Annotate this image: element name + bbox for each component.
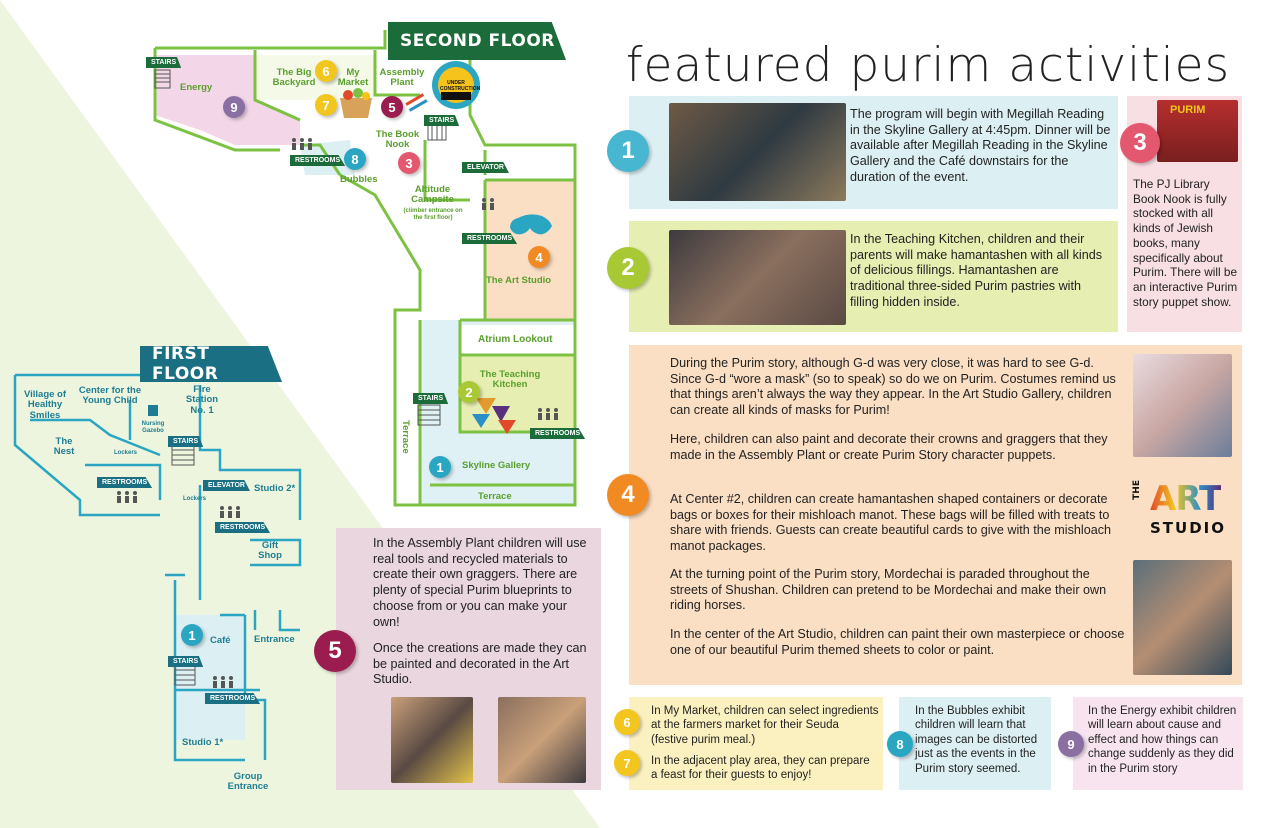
label-terrace-vertical: Terrace xyxy=(400,420,411,454)
map-pin-6: 6 xyxy=(315,60,337,82)
label-assembly-plant: Assembly Plant xyxy=(379,67,425,89)
activity-7-text: In the adjacent play area, they can prep… xyxy=(651,755,870,782)
page-title: featured purim activities xyxy=(626,38,1231,93)
tag-restrooms: RESTROOMS xyxy=(97,477,153,488)
activity-pin-5: 5 xyxy=(314,630,356,672)
label-energy: Energy xyxy=(180,82,213,93)
activity-pin-7: 7 xyxy=(614,750,640,776)
activity-9-text: In the Energy exhibit children will lear… xyxy=(1088,705,1237,775)
map-pin-1: 1 xyxy=(429,456,451,478)
activity-panel-8 xyxy=(899,697,1051,790)
label-my-market: My Market xyxy=(337,67,369,89)
under-construction-icon: UNDER CONSTRUCTION xyxy=(440,80,481,92)
activity-pin-9: 9 xyxy=(1058,731,1084,757)
activity-2-text: In the Teaching Kitchen, children and th… xyxy=(850,232,1102,309)
map-pin-5: 5 xyxy=(381,96,403,118)
activity-4-paragraph-4: At the turning point of the Purim story,… xyxy=(670,567,1107,613)
label-terrace-horizontal: Terrace xyxy=(478,491,512,502)
label-lockers: Lockers xyxy=(183,496,207,502)
activity-panel-9 xyxy=(1073,697,1243,790)
activity-pin-8: 8 xyxy=(887,731,913,757)
label-gift-shop: Gift Shop xyxy=(258,540,282,562)
label-bubbles: Bubbles xyxy=(340,174,378,185)
label-entrance: Entrance xyxy=(254,634,295,645)
label-altitude-note: (climber entrance on the first floor) xyxy=(403,208,463,221)
tag-restrooms: RESTROOMS xyxy=(530,428,586,439)
label-skyline-gallery: Skyline Gallery xyxy=(462,460,531,471)
activity-pin-6: 6 xyxy=(614,709,640,735)
activity-1-text: The program will begin with Megillah Rea… xyxy=(850,107,1111,184)
label-book-nook: The Book Nook xyxy=(375,129,420,151)
map-pin-2: 2 xyxy=(458,381,480,403)
tag-restrooms: RESTROOMS xyxy=(205,693,261,704)
gragger-craft-photo xyxy=(498,697,586,783)
map-pin-7: 7 xyxy=(315,94,337,116)
map-pin-8: 8 xyxy=(344,148,366,170)
puppet-show-photo xyxy=(1157,100,1238,162)
tag-stairs: STAIRS xyxy=(413,393,449,404)
activity-4-paragraph-5: In the center of the Art Studio, childre… xyxy=(670,627,1125,657)
label-cafe: Café xyxy=(210,635,231,646)
label-teaching-kitchen: The Teaching Kitchen xyxy=(479,369,541,391)
second-floor-banner: SECOND FLOOR xyxy=(388,22,566,60)
map-outlines xyxy=(13,30,577,762)
label-lockers: Lockers xyxy=(114,450,138,456)
activity-pin-2: 2 xyxy=(607,247,649,289)
label-atrium-lookout: Atrium Lookout xyxy=(478,334,553,345)
floor-map: SECOND FLOOR FIRST FLOOR Energy The Big … xyxy=(0,0,600,828)
label-studio-1: Studio 1* xyxy=(182,737,224,748)
map-pin-3: 3 xyxy=(398,152,420,174)
label-fire-station: Fire Station No. 1 xyxy=(185,384,219,416)
tag-elevator: ELEVATOR xyxy=(462,162,509,173)
activity-4-paragraph-1: During the Purim story, although G-d was… xyxy=(670,356,1116,418)
tag-restrooms: RESTROOMS xyxy=(290,155,346,166)
purim-sign: PURIM xyxy=(1170,104,1206,116)
label-big-backyard: The Big Backyard xyxy=(272,67,316,89)
map-pin-1: 1 xyxy=(181,624,203,646)
map-pin-9: 9 xyxy=(223,96,245,118)
art-studio-logo-studio: STUDIO xyxy=(1150,519,1226,537)
activity-pin-3: 3 xyxy=(1120,123,1160,163)
label-art-studio: The Art Studio xyxy=(486,275,552,286)
first-floor-banner: FIRST FLOOR xyxy=(140,346,282,382)
activity-pin-4: 4 xyxy=(607,474,649,516)
tag-restrooms: RESTROOMS xyxy=(462,233,518,244)
art-studio-photo xyxy=(1133,560,1232,675)
art-studio-logo-art: ART xyxy=(1150,479,1222,519)
masks-photo xyxy=(1133,354,1232,457)
activity-5-paragraph-2: Once the creations are made they can be … xyxy=(373,641,587,687)
activity-5-paragraph-1: In the Assembly Plant children will use … xyxy=(373,536,587,629)
map-pin-4: 4 xyxy=(528,246,550,268)
gragger-child-photo xyxy=(391,697,473,783)
activity-panel-6-7 xyxy=(629,697,883,790)
label-altitude-campsite: Altitude Campsite xyxy=(411,184,454,206)
art-studio-logo-the: THE xyxy=(1132,480,1142,500)
activity-6-text: In My Market, children can select ingred… xyxy=(651,705,879,746)
activity-pin-1: 1 xyxy=(607,130,649,172)
activity-4-paragraph-2: Here, children can also paint and decora… xyxy=(670,432,1108,462)
tag-stairs: STAIRS xyxy=(146,57,182,68)
activity-8-text: In the Bubbles exhibit children will lea… xyxy=(915,705,1038,775)
megillah-photo xyxy=(669,103,846,201)
tag-elevator: ELEVATOR xyxy=(203,480,250,491)
tag-restrooms: RESTROOMS xyxy=(215,522,271,533)
tag-stairs: STAIRS xyxy=(168,656,204,667)
label-village: Village of Healthy Smiles xyxy=(23,389,67,421)
label-studio-2: Studio 2* xyxy=(254,483,296,494)
activity-4-paragraph-3: At Center #2, children can create hamant… xyxy=(670,492,1112,554)
tag-stairs: STAIRS xyxy=(424,115,460,126)
teaching-kitchen-photo xyxy=(669,230,846,325)
label-nursing-gazebo: Nursing Gazebo xyxy=(141,421,165,434)
tag-stairs: STAIRS xyxy=(168,436,204,447)
label-the-nest: The Nest xyxy=(53,436,75,458)
label-center-young-child: Center for the Young Child xyxy=(78,385,142,407)
activity-3-text: The PJ Library Book Nook is fully stocke… xyxy=(1133,177,1238,309)
label-group-entrance: Group Entrance xyxy=(227,771,269,793)
